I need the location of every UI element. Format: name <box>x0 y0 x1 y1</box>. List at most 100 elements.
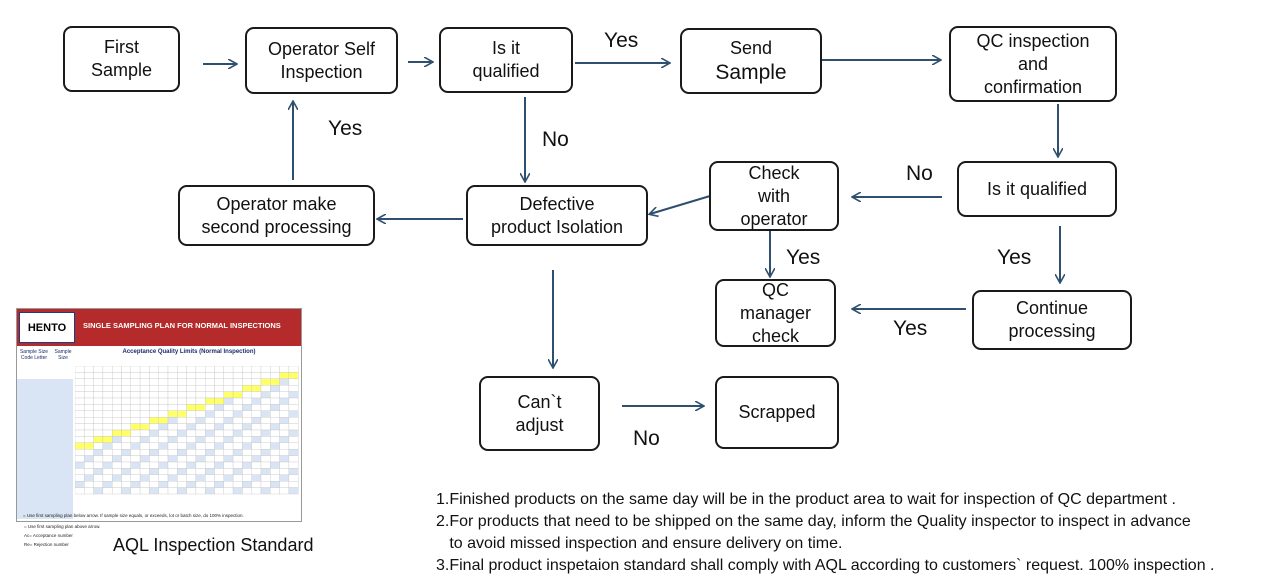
aql-cell <box>270 391 280 399</box>
aql-cell <box>195 487 206 495</box>
aql-cell <box>195 442 206 450</box>
aql-cell <box>204 397 215 405</box>
aql-cell <box>139 423 150 431</box>
aql-cell <box>130 423 141 431</box>
aql-cell <box>158 385 169 392</box>
aql-cell <box>149 480 159 488</box>
aql-cell <box>93 410 104 418</box>
aql-cell <box>93 378 104 386</box>
aql-cell <box>186 455 197 463</box>
aql-cell <box>139 397 150 405</box>
aql-cell <box>177 455 187 463</box>
aql-cell <box>186 461 197 469</box>
aql-cell <box>121 378 132 386</box>
aql-cell <box>279 474 290 482</box>
aql-cell <box>204 474 215 482</box>
aql-cell <box>177 429 187 437</box>
aql-cell <box>223 378 234 386</box>
aql-col-code: Sample Size Code Letter <box>19 349 49 361</box>
aql-cell <box>270 410 280 418</box>
aql-cell <box>102 404 113 412</box>
aql-cell <box>186 436 197 444</box>
aql-cell <box>75 391 85 399</box>
aql-cell <box>204 442 215 450</box>
aql-cell <box>167 448 178 456</box>
aql-cell <box>84 410 94 418</box>
aql-cell <box>186 404 197 412</box>
aql-cell <box>121 474 132 482</box>
aql-cell <box>223 391 234 399</box>
aql-cell <box>177 442 187 450</box>
aql-cell <box>102 474 113 482</box>
aql-cell <box>214 487 225 495</box>
yes-label-self: Yes <box>328 117 363 140</box>
aql-cell <box>112 366 122 373</box>
aql-cell <box>242 474 252 482</box>
aql-cell <box>204 487 215 495</box>
aql-cell <box>204 366 215 373</box>
aql-cell <box>260 372 271 380</box>
aql-cell <box>195 468 206 476</box>
aql-cell <box>75 417 85 424</box>
aql-cell <box>186 385 197 392</box>
aql-cell <box>186 429 197 437</box>
aql-cell <box>130 480 141 488</box>
aql-cell <box>242 436 252 444</box>
aql-cell <box>260 404 271 412</box>
aql-cell <box>93 455 104 463</box>
aql-cell <box>102 468 113 476</box>
aql-cell <box>139 442 150 450</box>
aql-cell <box>260 378 271 386</box>
arrow-check-to-defective <box>650 195 711 214</box>
no-label-scrapped: No <box>633 427 660 450</box>
aql-cell <box>195 397 206 405</box>
aql-cell <box>288 455 299 463</box>
aql-cell <box>130 474 141 482</box>
aql-cell <box>102 366 113 373</box>
aql-cell <box>158 378 169 386</box>
aql-cell <box>242 404 252 412</box>
aql-cell <box>167 487 178 495</box>
aql-cell <box>158 366 169 373</box>
aql-cell <box>260 423 271 431</box>
operator-second-processing-label: Operator make second processing <box>201 193 352 237</box>
aql-cell <box>223 397 234 405</box>
aql-cell <box>149 442 159 450</box>
note-3: 3.Final product inspetaion standard shal… <box>436 557 1215 574</box>
aql-cell <box>167 455 178 463</box>
aql-cell <box>112 397 122 405</box>
aql-cell <box>149 455 159 463</box>
aql-cell <box>270 366 280 373</box>
aql-cell <box>186 372 197 380</box>
aql-cell <box>75 468 85 476</box>
aql-cell <box>167 417 178 424</box>
aql-cell <box>195 423 206 431</box>
aql-cell <box>130 455 141 463</box>
aql-cell <box>288 423 299 431</box>
aql-cell <box>223 436 234 444</box>
aql-cell <box>204 372 215 380</box>
aql-cell <box>93 366 104 373</box>
aql-cell <box>112 436 122 444</box>
aql-cell <box>242 417 252 424</box>
aql-cell <box>251 423 262 431</box>
aql-cell <box>102 417 113 424</box>
aql-cell <box>270 397 280 405</box>
aql-cell <box>251 448 262 456</box>
operator-self-inspection-label: Operator Self Inspection <box>267 38 376 82</box>
aql-cell <box>270 404 280 412</box>
aql-cell <box>149 410 159 418</box>
aql-cell <box>121 417 132 424</box>
aql-table-image: HENTO SINGLE SAMPLING PLAN FOR NORMAL IN… <box>16 308 302 522</box>
aql-cell <box>75 366 85 373</box>
aql-cell <box>279 417 290 424</box>
aql-cell <box>130 468 141 476</box>
aql-cell <box>279 366 290 373</box>
aql-cell <box>167 436 178 444</box>
aql-cell <box>167 468 178 476</box>
continue-processing-label: Continue processing <box>1008 298 1096 341</box>
aql-cell <box>214 429 225 437</box>
aql-cell <box>195 429 206 437</box>
aql-cell <box>260 429 271 437</box>
